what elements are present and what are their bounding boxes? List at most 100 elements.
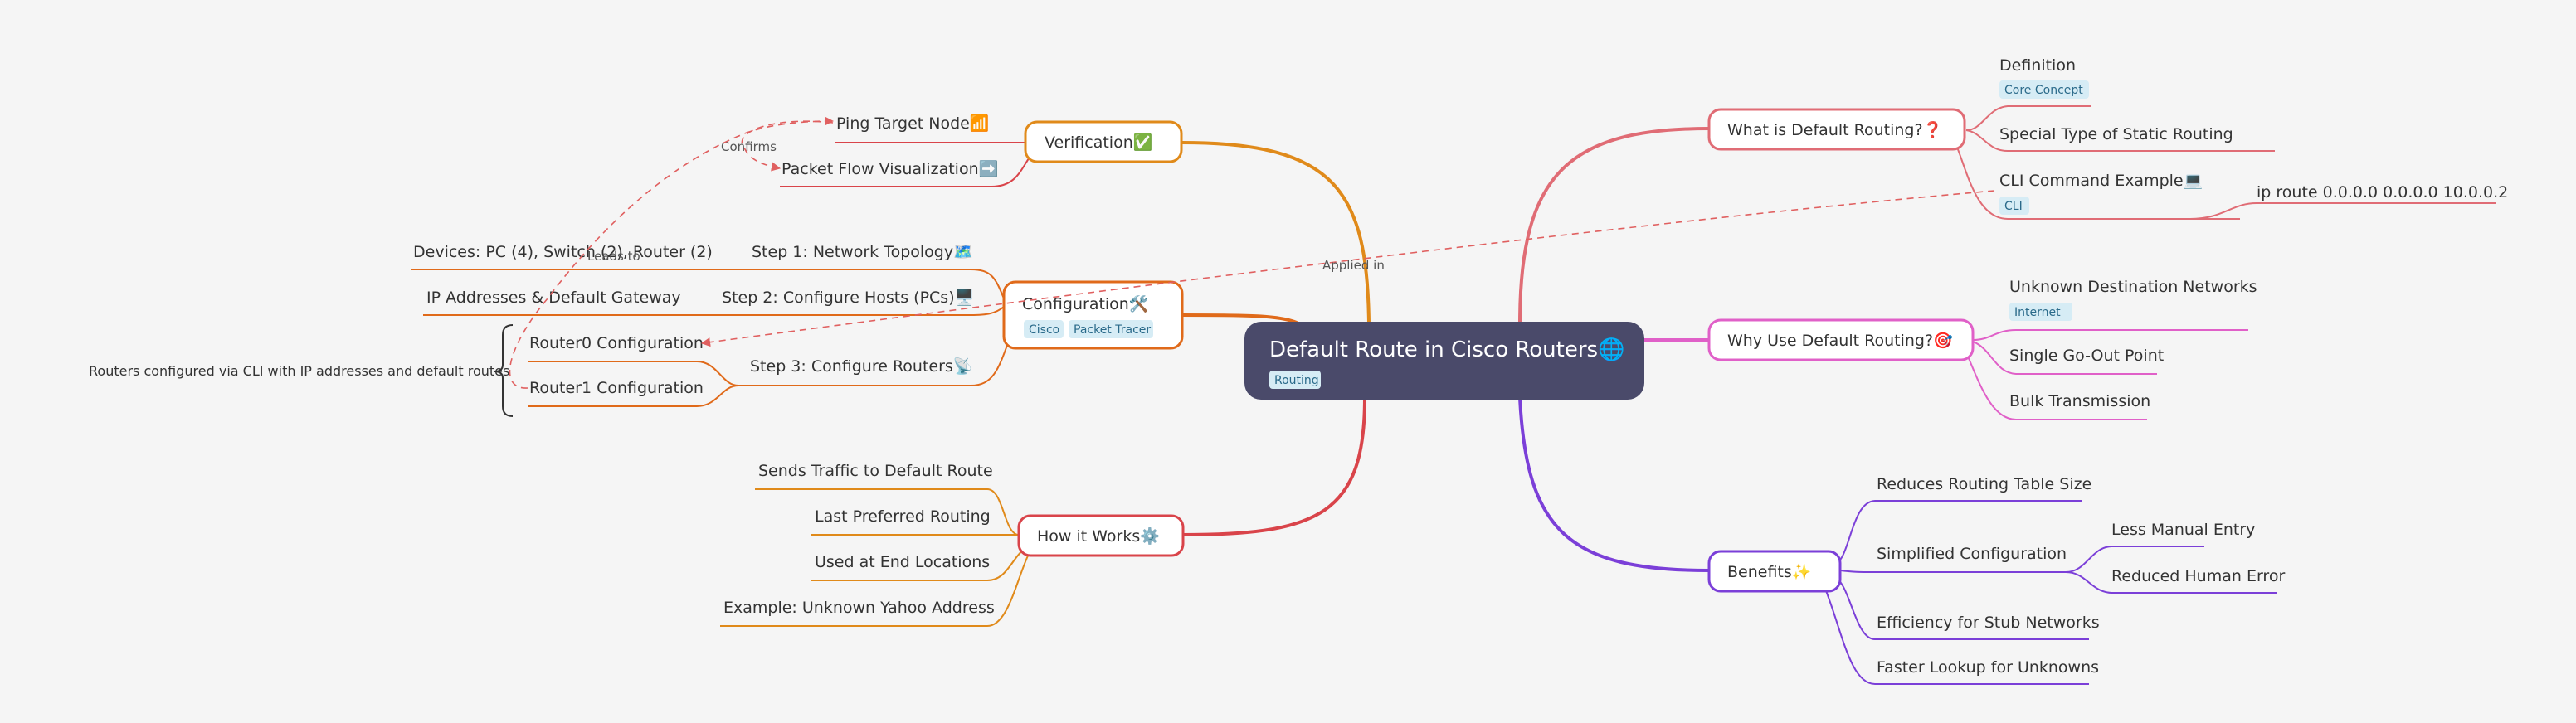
connector-faster xyxy=(1824,588,2089,685)
relation-confirms-label: Confirms xyxy=(721,139,777,154)
connector-definition xyxy=(1965,105,2091,131)
globe-icon: 🌐 xyxy=(1598,337,1624,362)
gear-icon: ⚙️ xyxy=(1140,526,1160,546)
tag-cisco: Cisco xyxy=(1029,323,1059,337)
stub-networks-label: Efficiency for Stub Networks xyxy=(1877,614,2100,632)
how-node-label: How it Works⚙️ xyxy=(1037,526,1160,546)
reduces-table-label: Reduces Routing Table Size xyxy=(1877,475,2091,493)
tools-icon: 🛠️ xyxy=(1129,294,1149,313)
ping-target-label: Ping Target Node📶 xyxy=(836,114,990,133)
tag-core-concept-bg xyxy=(1999,80,2089,99)
step2-label: Step 2: Configure Hosts (PCs)🖥️ xyxy=(722,288,974,307)
connector-verification xyxy=(1181,141,1371,324)
connector-cli-child xyxy=(2189,202,2496,220)
sparkles-icon: ✨ xyxy=(1792,563,1812,581)
connector-unknown xyxy=(1972,329,2248,341)
simplified-config-label: Simplified Configuration xyxy=(1877,545,2067,563)
why-node-box[interactable] xyxy=(1707,318,1975,362)
benefits-node-label: Benefits✨ xyxy=(1727,563,1811,581)
connector-simplified xyxy=(1839,570,2066,573)
relation-leads-to xyxy=(509,116,835,389)
tag-internet-bg xyxy=(2009,303,2072,321)
connector-sends xyxy=(755,488,1020,536)
signal-icon: 📶 xyxy=(970,114,990,133)
tag-routing-bg xyxy=(1269,371,1321,389)
tag-packet-tracer-bg xyxy=(1069,320,1153,338)
connector-what xyxy=(1518,127,1710,324)
tag-cli: CLI xyxy=(2004,200,2023,213)
why-node-label: Why Use Default Routing?🎯 xyxy=(1727,332,1953,350)
what-node-box[interactable] xyxy=(1707,108,1966,151)
map-icon: 🗺️ xyxy=(953,243,973,261)
tag-internet: Internet xyxy=(2014,306,2061,319)
bulk-transmission-label: Bulk Transmission xyxy=(2009,392,2150,410)
connector-static xyxy=(1965,129,2275,152)
router1-label: Router1 Configuration xyxy=(529,379,704,397)
single-go-out-label: Single Go-Out Point xyxy=(2009,347,2164,365)
step1-label: Step 1: Network Topology🗺️ xyxy=(752,243,973,261)
less-manual-entry-label: Less Manual Entry xyxy=(2111,521,2255,539)
connector-reduced-error xyxy=(2065,571,2277,594)
connector-single xyxy=(1972,341,2157,375)
relation-confirms xyxy=(741,120,834,172)
how-item-3: Used at End Locations xyxy=(815,553,990,571)
connector-bulk xyxy=(1965,352,2147,420)
how-item-2: Last Preferred Routing xyxy=(815,507,991,526)
how-node-box[interactable] xyxy=(1017,514,1185,557)
check-icon: ✅ xyxy=(1133,133,1153,152)
packet-flow-label: Packet Flow Visualization➡️ xyxy=(782,159,998,178)
reduced-human-error-label: Reduced Human Error xyxy=(2111,567,2285,585)
branch-config: Configuration🛠️ Cisco Packet Tracer Step… xyxy=(89,243,1184,417)
router0-label: Router0 Configuration xyxy=(529,334,704,352)
config-node-label: Configuration🛠️ xyxy=(1022,294,1149,313)
cli-example-label: CLI Command Example💻 xyxy=(1999,172,2203,190)
definition-label: Definition xyxy=(1999,56,2076,75)
topology-devices-label: Devices: PC (4), Switch (2), Router (2) xyxy=(413,243,713,261)
static-routing-label: Special Type of Static Routing xyxy=(1999,125,2233,143)
tag-cli-bg xyxy=(1999,197,2029,215)
router-summary-note: Routers configured via CLI with IP addre… xyxy=(89,363,509,379)
step3-label: Step 3: Configure Routers📡 xyxy=(750,356,973,376)
ip-route-command: ip route 0.0.0.0 0.0.0.0 10.0.0.2 xyxy=(2257,183,2508,201)
tag-core-concept: Core Concept xyxy=(2004,84,2083,97)
branch-how: How it Works⚙️ Sends Traffic to Default … xyxy=(720,462,1185,627)
laptop-icon: 💻 xyxy=(2184,172,2203,190)
connector-how xyxy=(1181,397,1366,536)
tag-packet-tracer: Packet Tracer xyxy=(1074,323,1151,337)
arrow-right-icon: ➡️ xyxy=(979,159,999,178)
connector-step2 xyxy=(423,306,1005,316)
branch-what: What is Default Routing?❓ Definition Cor… xyxy=(1707,56,2508,220)
unknown-networks-label: Unknown Destination Networks xyxy=(2009,278,2257,296)
benefits-node-box[interactable] xyxy=(1707,550,1842,593)
tag-cisco-bg xyxy=(1024,320,1064,338)
connector-step1 xyxy=(411,269,1005,299)
root-node[interactable]: Default Route in Cisco Routers🌐 Routing xyxy=(1244,322,1644,400)
root-node-label: Default Route in Cisco Routers🌐 xyxy=(1269,337,1624,362)
connector-cli xyxy=(1953,138,2240,220)
relation-applied-in-label: Applied in xyxy=(1322,258,1385,273)
connector-config xyxy=(1181,313,1299,325)
connector-router0 xyxy=(528,361,739,386)
faster-lookup-label: Faster Lookup for Unknowns xyxy=(1877,658,2099,677)
connector-example xyxy=(720,553,1030,627)
root-node-box[interactable] xyxy=(1244,322,1644,400)
question-icon: ❓ xyxy=(1923,120,1943,139)
relation-leads-to-label: Leads to xyxy=(587,249,640,264)
branch-benefits: Benefits✨ Reduces Routing Table Size Sim… xyxy=(1707,475,2285,685)
antenna-icon: 📡 xyxy=(953,356,973,376)
how-item-4: Example: Unknown Yahoo Address xyxy=(723,599,995,617)
verification-node-label: Verification✅ xyxy=(1045,133,1152,152)
target-icon: 🎯 xyxy=(1933,332,1953,350)
desktop-icon: 🖥️ xyxy=(955,288,975,307)
branch-verification: Verification✅ Ping Target Node📶 Packet F… xyxy=(780,114,1183,187)
hosts-ip-label: IP Addresses & Default Gateway xyxy=(426,289,681,307)
what-node-label: What is Default Routing?❓ xyxy=(1727,120,1942,139)
how-item-1: Sends Traffic to Default Route xyxy=(758,462,993,480)
branch-why: Why Use Default Routing?🎯 Unknown Destin… xyxy=(1707,278,2257,420)
summary-brace xyxy=(494,324,514,417)
connector-benefits xyxy=(1518,397,1710,572)
connector-router1 xyxy=(528,385,739,407)
connector-less-manual xyxy=(2065,546,2204,573)
verification-node-box[interactable] xyxy=(1024,120,1183,163)
